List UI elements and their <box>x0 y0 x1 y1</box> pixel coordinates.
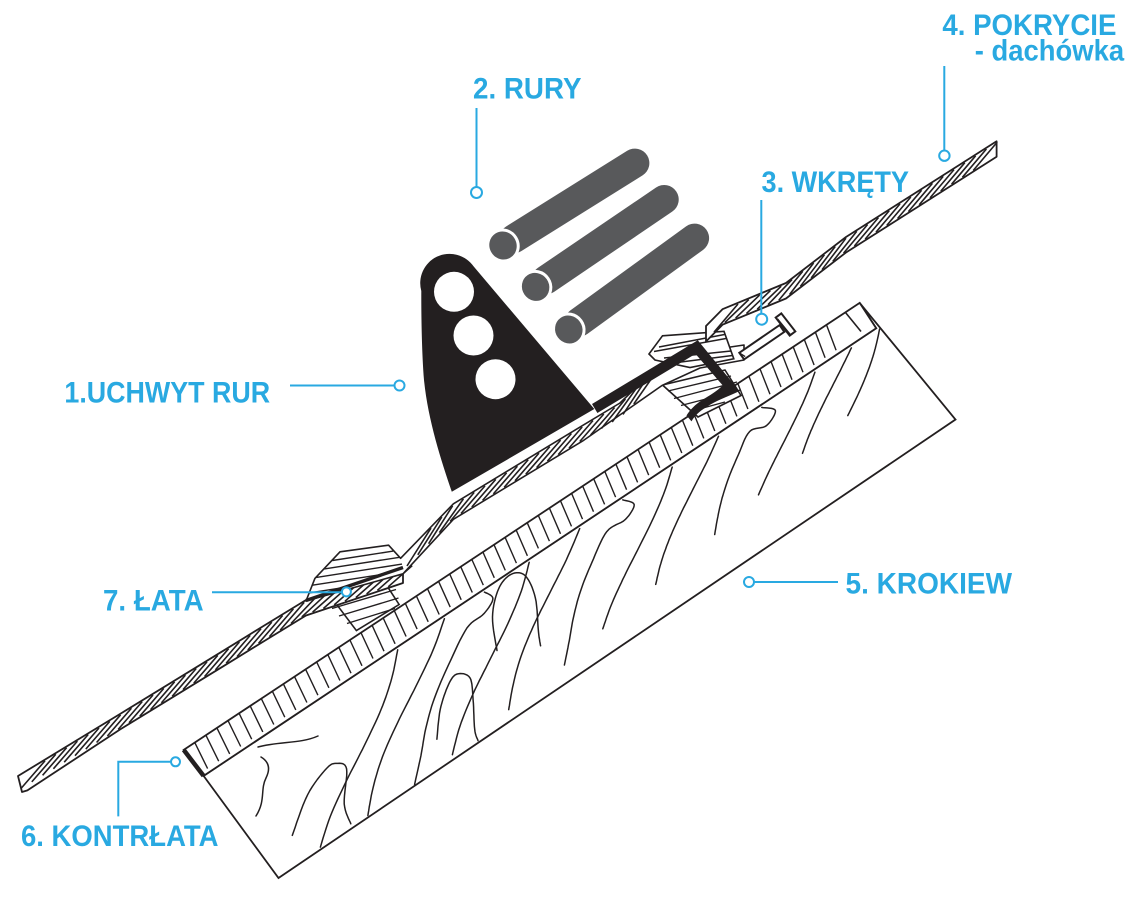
svg-text:6. KONTRŁATA: 6. KONTRŁATA <box>21 820 219 853</box>
svg-text:4. POKRYCIE: 4. POKRYCIE <box>942 9 1116 42</box>
svg-text:2. RURY: 2. RURY <box>473 72 582 105</box>
svg-text:3. WKRĘTY: 3. WKRĘTY <box>762 166 910 199</box>
svg-text:1.UCHWYT RUR: 1.UCHWYT RUR <box>64 376 270 409</box>
svg-text:- dachówka: - dachówka <box>975 35 1125 68</box>
svg-text:5. KROKIEW: 5. KROKIEW <box>846 568 1013 601</box>
svg-text:7. ŁATA: 7. ŁATA <box>103 585 204 618</box>
